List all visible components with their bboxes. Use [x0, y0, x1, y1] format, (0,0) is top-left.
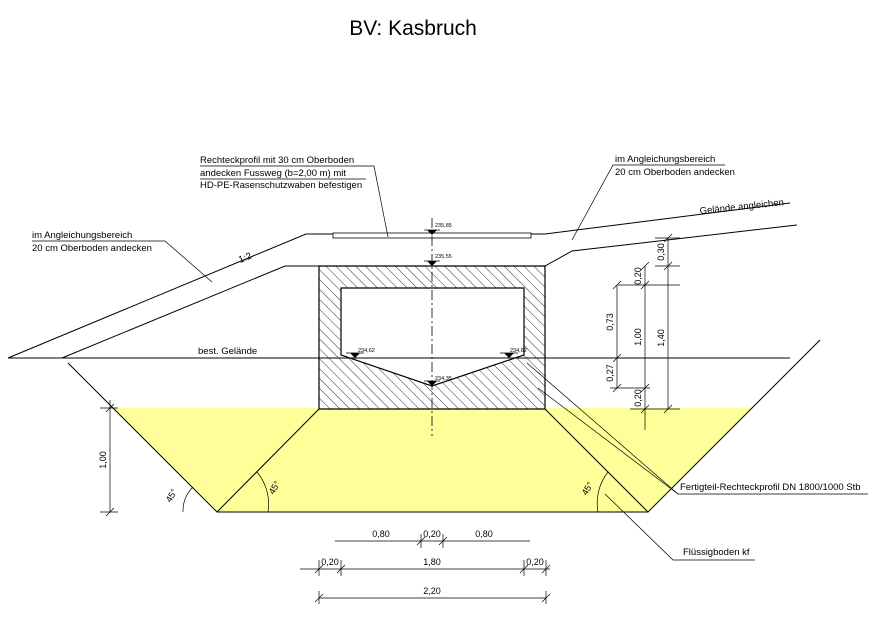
bottom-dimension-chain [300, 534, 551, 604]
dim-bottom-0-20-c: 0,20 [526, 557, 544, 567]
elevation-marker-invert-right [500, 352, 518, 358]
fluessigboden-leader [604, 493, 755, 561]
slope-label: 1:2 [237, 251, 253, 266]
dim-bottom-0-80-b: 0,80 [475, 529, 493, 539]
elevation-invert-right: 234,62 [510, 348, 527, 354]
right-note-line-2: 20 cm Oberboden andecken [615, 167, 735, 178]
existing-ground-label: best. Gelände [198, 346, 257, 357]
elevation-marker-box-top [424, 260, 440, 266]
top-note-line-2: andecken Fussweg (b=2,00 m) mit [200, 168, 346, 179]
dim-right-0-73: 0,73 [605, 313, 615, 331]
right-note-line-1: im Angleichungsbereich [615, 154, 715, 165]
angle-arc-left [182, 486, 194, 513]
elevation-marker-top [424, 229, 440, 235]
dim-right-1-00: 1,00 [633, 328, 643, 346]
angle-arc-inner-left [256, 471, 269, 513]
dim-bottom-0-20-b: 0,20 [321, 557, 339, 567]
dim-right-1-40: 1,40 [656, 329, 666, 347]
left-note-leader [32, 240, 213, 283]
elevation-marker-invert-center [424, 380, 440, 386]
fluessigboden-label: Flüssigboden kf [683, 547, 750, 558]
left-dimension [100, 400, 118, 517]
gelaende-angleichen-label: Gelände angleichen [699, 197, 784, 217]
elevation-top: 235,85 [435, 223, 452, 229]
left-note-line-1: im Angleichungsbereich [32, 230, 132, 241]
angle-left: 45° [164, 487, 180, 504]
dim-bottom-0-80-a: 0,80 [372, 529, 390, 539]
dim-right-0-30: 0,30 [656, 243, 666, 261]
dim-bottom-2-20: 2,20 [423, 586, 441, 596]
profile-leader-2 [537, 387, 679, 495]
dim-bottom-1-80: 1,80 [423, 557, 441, 567]
elevation-invert-left: 234,62 [358, 348, 375, 354]
inner-slope-left [216, 408, 320, 513]
dim-right-0-27: 0,27 [605, 364, 615, 382]
page-title: BV: Kasbruch [349, 17, 477, 40]
right-note-leader [571, 164, 725, 241]
elevation-box-top: 235,55 [435, 254, 452, 260]
profile-label: Fertigteil-Rechteckprofil DN 1800/1000 S… [680, 482, 861, 493]
elevation-marker-invert-left [346, 352, 364, 358]
fluessigboden-fill [112, 408, 752, 512]
right-dimension-chain [610, 233, 680, 430]
dim-right-0-20-b: 0,20 [633, 389, 643, 407]
top-note-line-3: HD-PE-Rasenschutzwaben befestigen [200, 180, 362, 191]
elevation-invert-center: 234,35 [435, 376, 452, 382]
trench-outline [67, 339, 821, 513]
embankment-inner [61, 224, 798, 359]
top-note-line-1: Rechteckprofil mit 30 cm Oberboden [200, 155, 354, 166]
inner-slope-right [544, 408, 649, 513]
top-note-leader [200, 165, 389, 238]
dim-bottom-0-20-a: 0,20 [423, 529, 441, 539]
dim-left-1-00: 1,00 [98, 451, 108, 469]
angle-arc-inner-right [596, 471, 609, 513]
dim-right-0-20-a: 0,20 [633, 267, 643, 285]
left-note-line-2: 20 cm Oberboden andecken [32, 243, 152, 254]
